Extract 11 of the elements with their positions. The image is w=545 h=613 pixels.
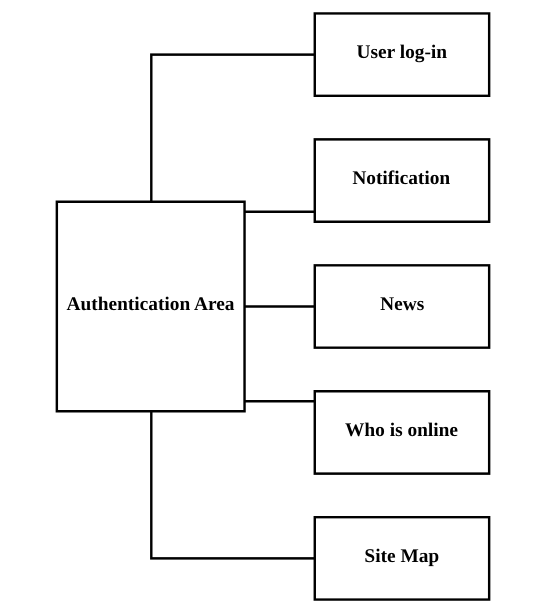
connector xyxy=(244,305,314,308)
connector xyxy=(244,400,314,402)
node-box: Who is online xyxy=(313,390,490,475)
node-box: Notification xyxy=(313,138,490,223)
connector xyxy=(244,210,314,213)
node-box: News xyxy=(313,264,490,349)
node-box: User log-in xyxy=(313,12,490,97)
connector xyxy=(150,53,314,202)
node-box: Authentication Area xyxy=(55,200,246,412)
node-box: Site Map xyxy=(313,516,490,601)
connector xyxy=(150,412,314,560)
